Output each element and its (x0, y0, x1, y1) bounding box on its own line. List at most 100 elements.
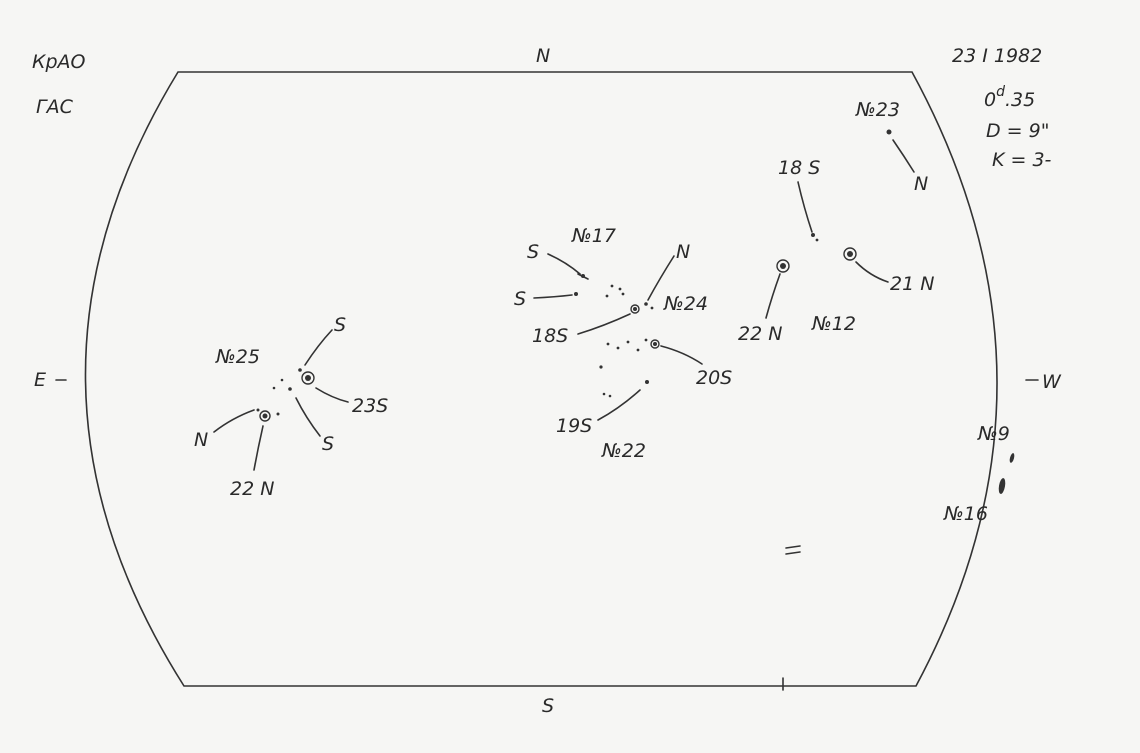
spot-24-main (630, 304, 640, 314)
group-12-label-18s: 18 S (778, 157, 820, 179)
leader-22-19s (597, 389, 641, 421)
disk-outline (84, 71, 998, 687)
spot-22-f (599, 365, 603, 369)
diameter-label: D = 9" (986, 120, 1049, 142)
spot-12-a-core (780, 263, 786, 269)
group-23-number: №23 (855, 99, 900, 121)
group-17-label-s-top: S (527, 241, 539, 263)
spot-25-c (280, 378, 284, 382)
spot-25-leader (301, 371, 315, 385)
leader-25-n (213, 409, 255, 433)
date-label: 23 I 1982 (952, 45, 1042, 67)
quality-label: K = 3- (992, 149, 1052, 171)
time-sup: d (996, 84, 1005, 100)
spot-22-c (616, 346, 620, 350)
group-25-label-s-bottom: S (322, 433, 334, 455)
group-24-label-18s: 18S (532, 325, 568, 347)
group-17: №17 S S (514, 225, 625, 310)
leader-24-n (647, 255, 675, 301)
group-12-label-21n: 21 N (890, 273, 934, 295)
spot-12-c (811, 233, 815, 237)
east-label: E (34, 369, 46, 391)
group-22-label-20s: 20S (696, 367, 732, 389)
north-label: N (536, 45, 550, 67)
south-label: S (542, 695, 554, 717)
group-22: №22 20S 19S (556, 338, 732, 462)
spot-22-g (645, 380, 649, 384)
leader-25-s-top (304, 329, 333, 366)
spot-17-d (618, 287, 622, 291)
leader-12-22n (765, 273, 781, 319)
group-17-number: №17 (571, 225, 616, 247)
spot-16 (998, 478, 1006, 494)
spot-25-d (272, 386, 276, 390)
time-label: 0d.35 (984, 84, 1035, 111)
group-25-number: №25 (215, 346, 260, 368)
group-24: №24 N 18S (532, 241, 708, 347)
group-25-label-s-top: S (334, 314, 346, 336)
group-22-number: №22 (601, 440, 646, 462)
leader-25-s-bottom (295, 397, 321, 437)
group-12: №12 18 S 22 N 21 N (738, 157, 934, 345)
group-9: №9 (977, 423, 1015, 463)
leader-22-20s (660, 345, 703, 365)
spot-9 (1009, 453, 1015, 463)
spot-17-e (605, 294, 609, 298)
spot-22-e (636, 348, 640, 352)
group-17-label-s-bottom: S (514, 288, 526, 310)
leader-25-23s (315, 387, 349, 403)
leader-25-22n (253, 425, 264, 471)
group-16: №16 (943, 478, 1006, 525)
spot-17-b (574, 292, 578, 296)
spot-25-follower-core (262, 413, 268, 419)
group-23: №23 N (855, 99, 928, 195)
spot-22-b (606, 342, 610, 346)
spot-22-main-core (653, 342, 657, 346)
spot-17-c (610, 284, 614, 288)
leader-12-21n (855, 261, 889, 283)
observatory-label: КрАО (32, 51, 86, 73)
spot-12-d (815, 238, 819, 242)
leader-17-s-bottom (533, 294, 573, 299)
spot-23 (886, 129, 892, 135)
spot-22-a (644, 338, 648, 342)
spot-12-b (843, 247, 857, 261)
group-24-number: №24 (663, 293, 708, 315)
spot-12-b-core (847, 251, 853, 257)
group-25-label-22n: 22 N (230, 478, 274, 500)
group-16-number: №16 (943, 503, 988, 525)
spot-22-main (650, 339, 660, 349)
spot-17-f (621, 292, 625, 296)
spot-25-follower (259, 410, 271, 422)
spot-24-c (650, 306, 654, 310)
spot-22-d (626, 340, 630, 344)
instrument-label: ГАС (36, 96, 74, 118)
group-24-label-n: N (676, 241, 690, 263)
group-25: №25 S 23S S N 22 N (194, 314, 388, 500)
group-12-label-22n: 22 N (738, 323, 782, 345)
spot-12-a (776, 259, 790, 273)
spot-22-i (608, 394, 612, 398)
group-25-label-n: N (194, 429, 208, 451)
spot-25-b (288, 387, 292, 391)
group-9-number: №9 (977, 423, 1010, 445)
group-12-number: №12 (811, 313, 856, 335)
spot-17-a-cross (577, 273, 589, 280)
spot-25-f (276, 412, 280, 416)
spot-22-h (602, 392, 606, 396)
spot-25-leader-core (305, 375, 311, 381)
leader-12-18s (797, 181, 813, 233)
spot-25-a (298, 368, 302, 372)
stray-mark (785, 545, 801, 555)
group-22-label-19s: 19S (556, 415, 592, 437)
spot-24-b (644, 302, 648, 306)
spot-25-e (256, 408, 260, 412)
time-frac: .35 (1005, 89, 1035, 111)
group-23-label-n: N (914, 173, 928, 195)
group-25-label-23s: 23S (352, 395, 388, 417)
west-label: W (1042, 371, 1062, 393)
time-base: 0 (984, 89, 996, 111)
leader-23-n (892, 139, 915, 173)
